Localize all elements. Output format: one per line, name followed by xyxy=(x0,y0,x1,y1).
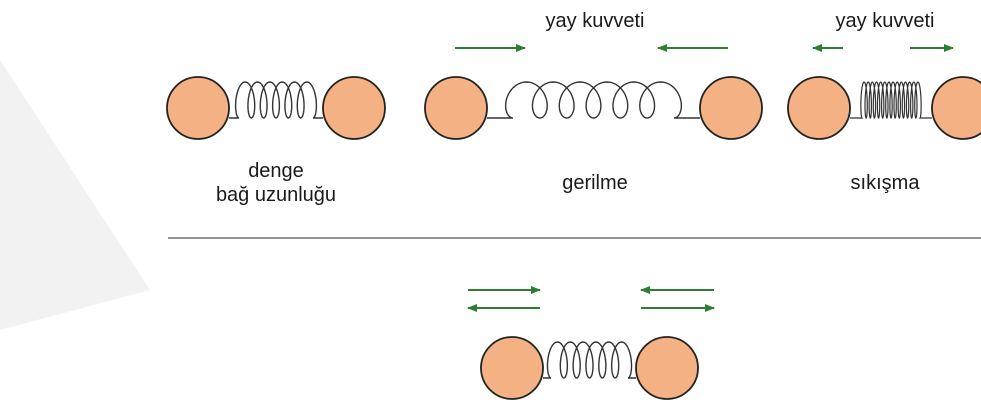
watermark-shape xyxy=(0,60,150,330)
atom-right xyxy=(700,77,762,139)
atom-left xyxy=(481,337,543,399)
label-stretch: gerilme xyxy=(520,172,670,194)
equilibrium-molecule xyxy=(167,77,385,139)
atom-left xyxy=(788,77,850,139)
atom-right xyxy=(932,77,981,139)
atom-left xyxy=(425,77,487,139)
spring-equilibrium xyxy=(229,82,323,118)
atom-left xyxy=(167,77,229,139)
spring-stretched xyxy=(487,82,700,118)
compressed-molecule xyxy=(788,48,981,139)
label-compress: sıkışma xyxy=(815,172,955,194)
spring-vibrating xyxy=(543,342,636,378)
atom-right xyxy=(636,337,698,399)
force-label-stretch: yay kuvveti xyxy=(525,10,665,32)
label-equilibrium-line1: denge xyxy=(196,160,356,182)
force-label-compress: yay kuvveti xyxy=(815,10,955,32)
atom-right xyxy=(323,77,385,139)
label-equilibrium-line2: bağ uzunluğu xyxy=(176,184,376,206)
vibrating-molecule xyxy=(468,290,714,399)
stretched-molecule xyxy=(425,48,762,139)
spring-compressed xyxy=(850,82,932,118)
